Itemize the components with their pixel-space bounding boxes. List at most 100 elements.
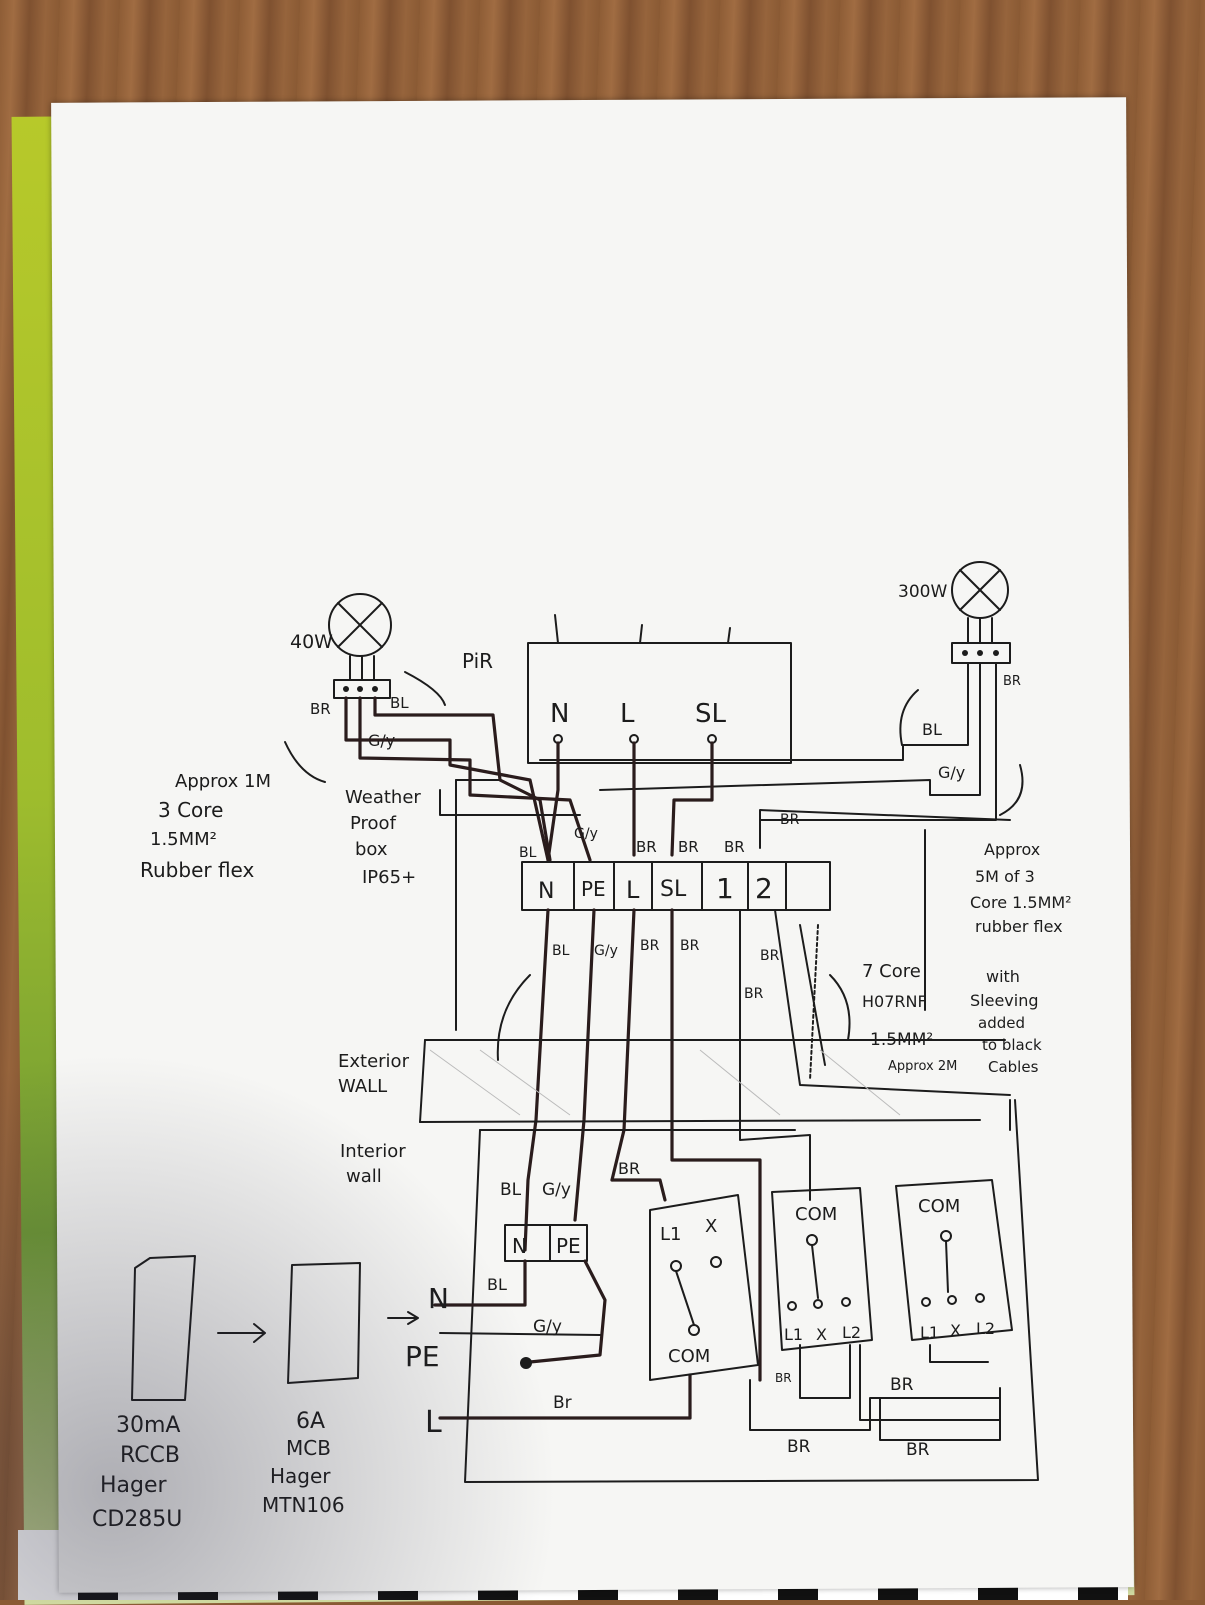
sleeving-4: to black	[982, 1036, 1042, 1054]
pir-label: PiR	[462, 649, 493, 673]
supply-pe: PE	[405, 1340, 440, 1373]
junction-pe: PE	[581, 877, 606, 901]
switch2-x: X	[816, 1325, 827, 1344]
cable-3: 1.5MM²	[870, 1030, 933, 1050]
pir-sensor: PiR N L SL	[462, 614, 792, 764]
junction-block-body	[521, 861, 831, 911]
switch2-l1: L1	[784, 1325, 803, 1344]
interior-label-br-live: Br	[553, 1393, 572, 1413]
flex-right-3: Core 1.5MM²	[970, 893, 1072, 912]
sleeving-5: Cables	[988, 1058, 1039, 1076]
lamp-right-rating: 300W	[898, 582, 947, 602]
pir-terminal-n: N	[550, 699, 569, 729]
interior-terminal-block: N PE BL G/y BR BL G/y Br	[433, 1159, 692, 1420]
switch1-x: X	[705, 1216, 717, 1237]
sleeving-1: with	[986, 967, 1020, 986]
junction-top-bl: BL	[519, 845, 537, 861]
interior-bottom-br-1: BR	[775, 1371, 792, 1385]
switch1-com: COM	[668, 1346, 710, 1367]
junction-bottom-br-l: BR	[640, 938, 660, 954]
junction-l: L	[626, 876, 640, 904]
lamp-wires	[344, 662, 997, 862]
rccb-type: RCCB	[120, 1443, 180, 1468]
exterior-wall-label-1: Exterior	[338, 1051, 410, 1072]
switch2-l2: L2	[842, 1323, 861, 1342]
mcb-rating: 6A	[296, 1409, 325, 1434]
pir-terminal-sl: SL	[695, 699, 727, 729]
switch3-l1: L1	[920, 1323, 939, 1342]
lamp-right-br: BR	[1003, 674, 1021, 689]
interior-bottom-br-3: BR	[787, 1437, 811, 1457]
interior-wall-label-2: wall	[346, 1166, 382, 1187]
switch-interconnects: BR BR BR BR	[749, 1344, 1001, 1460]
interior-enclosure	[464, 1099, 1039, 1483]
interior-label-bl: BL	[500, 1180, 522, 1200]
junction-n: N	[538, 879, 554, 904]
lamp-left-rating: 40W	[290, 631, 333, 653]
sleeving-3: added	[978, 1014, 1025, 1032]
interior-bottom-br-2: BR	[890, 1375, 914, 1395]
mcb-icon	[287, 1262, 361, 1384]
weatherproof-box	[455, 779, 1011, 1031]
lamp-left-terminal	[333, 679, 391, 699]
lamp-right: 300W BR BL G/y	[898, 561, 1021, 782]
flex-left-2: 3 Core	[158, 798, 223, 822]
lamp-left: 40W BR BL G/y	[290, 593, 446, 750]
rccb-icon	[131, 1255, 196, 1401]
box-label-1: Weather	[345, 787, 421, 808]
lamp-right-gy: G/y	[938, 763, 965, 782]
flex-right-2: 5M of 3	[975, 867, 1035, 886]
junction-bottom-br-sl: BR	[680, 938, 700, 954]
interior-block-n: N	[512, 1234, 527, 1258]
cable-2: H07RNF	[862, 992, 927, 1011]
flex-right-1: Approx	[984, 840, 1040, 859]
interior-label-br: BR	[618, 1159, 640, 1178]
flex-left-4: Rubber flex	[140, 858, 255, 882]
flex-left-3: 1.5MM²	[150, 829, 217, 850]
flex-left-1: Approx 1M	[175, 771, 271, 792]
left-notes: Approx 1M 3 Core 1.5MM² Rubber flex Weat…	[140, 741, 421, 888]
rccb-model: CD285U	[92, 1507, 182, 1532]
supply-terminals: N PE L	[387, 1282, 449, 1440]
supply-l: L	[425, 1405, 442, 1440]
switch-1: L1 X COM	[649, 1194, 759, 1381]
switch-3: COM L1 X L2	[895, 1179, 1013, 1342]
junction-bottom-br-2: BR	[744, 986, 764, 1002]
mcb-make: Hager	[270, 1464, 331, 1488]
switch3-x: X	[950, 1321, 961, 1340]
junction-bottom-gy: G/y	[594, 943, 618, 959]
exterior-wall: Exterior WALL Interior wall	[338, 1039, 1006, 1187]
rccb-rating: 30mA	[116, 1413, 180, 1438]
junction-bottom-br-1: BR	[760, 948, 780, 964]
junction-bottom-bl: BL	[552, 943, 570, 959]
right-notes: Approx 5M of 3 Core 1.5MM² rubber flex 7…	[862, 764, 1072, 1076]
switch2-com: COM	[795, 1204, 837, 1225]
junction-top-gy: G/y	[574, 826, 598, 842]
pir-terminal-l: L	[620, 699, 635, 729]
interior-label-bl2: BL	[487, 1275, 507, 1294]
supply-n: N	[428, 1282, 449, 1315]
box-label-3: box	[355, 839, 388, 860]
switch3-com: COM	[918, 1196, 960, 1217]
flex-right-4: rubber flex	[975, 917, 1063, 936]
junction-1: 1	[716, 872, 734, 905]
cable-1: 7 Core	[862, 961, 921, 982]
interior-bottom-br-4: BR	[906, 1440, 930, 1460]
seven-core-cable	[496, 908, 1011, 1382]
box-label-4: IP65+	[362, 867, 416, 888]
junction-block: N PE L SL 1 2 BL G/y BR BR BR BR BL G/y …	[519, 812, 831, 1002]
cable-4: Approx 2M	[888, 1059, 957, 1074]
junction-top-br-1: BR	[724, 838, 745, 856]
interior-label-gy: G/y	[542, 1180, 571, 1200]
lamp-left-bulb-icon	[328, 593, 392, 657]
rccb-make: Hager	[100, 1473, 168, 1498]
junction-sl: SL	[660, 877, 687, 902]
interior-block-pe: PE	[556, 1234, 581, 1258]
mcb-type: MCB	[286, 1436, 331, 1460]
junction-top-br-l: BR	[636, 838, 657, 856]
junction-2: 2	[755, 872, 773, 905]
interior-wall-label-1: Interior	[340, 1141, 406, 1162]
box-label-2: Proof	[350, 813, 397, 834]
switch-2: COM L1 X L2	[771, 1187, 873, 1351]
